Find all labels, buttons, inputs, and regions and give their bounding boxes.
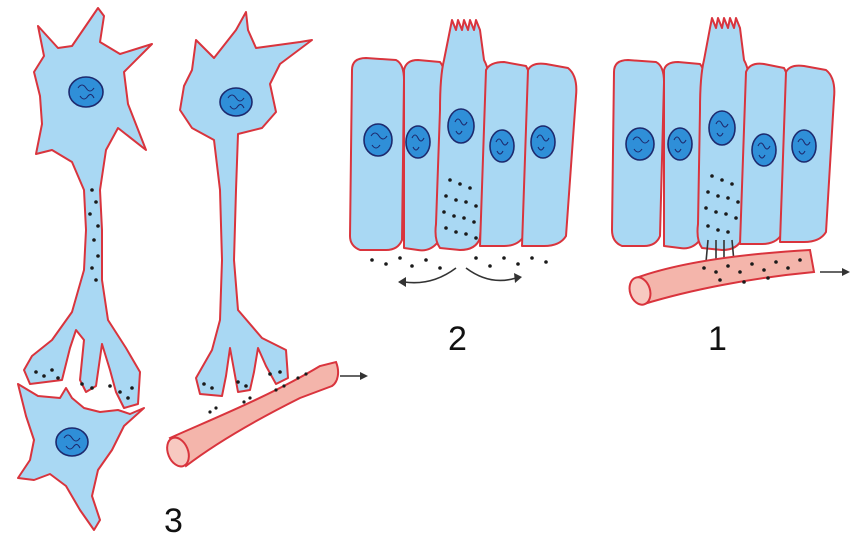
diffusion-arrow-left: [398, 268, 456, 287]
nucleus: [752, 134, 776, 166]
blood-vessel: [636, 250, 814, 304]
nucleus: [406, 126, 430, 158]
nucleus-postsynaptic: [56, 428, 88, 456]
nucleus: [626, 128, 654, 160]
panel-label-3: 3: [164, 502, 183, 540]
panel-3-neuron-to-neuron: [18, 8, 152, 530]
nucleus: [668, 128, 692, 160]
diffusion-arrow-right: [466, 268, 522, 283]
nucleus: [531, 126, 555, 158]
nucleus: [792, 130, 816, 162]
nucleus: [709, 111, 735, 145]
nucleus-presynaptic: [69, 77, 103, 107]
flow-arrow: [820, 268, 850, 276]
panel-2-paracrine-epithelium: [350, 20, 576, 287]
panel-1-endocrine-epithelium: [612, 18, 850, 307]
panel-label-1: 1: [708, 320, 727, 358]
flow-arrow: [340, 372, 368, 380]
panel-label-2: 2: [448, 320, 467, 358]
neurosecretory-neuron: [180, 12, 312, 396]
nucleus: [448, 109, 474, 143]
nucleus: [364, 124, 392, 156]
nucleus: [490, 130, 514, 162]
panel-3-neuron-to-vessel: [163, 12, 368, 470]
extracellular-granules: [370, 256, 548, 270]
presynaptic-neuron: [24, 8, 152, 408]
nucleus-neurosecretory: [220, 88, 252, 116]
